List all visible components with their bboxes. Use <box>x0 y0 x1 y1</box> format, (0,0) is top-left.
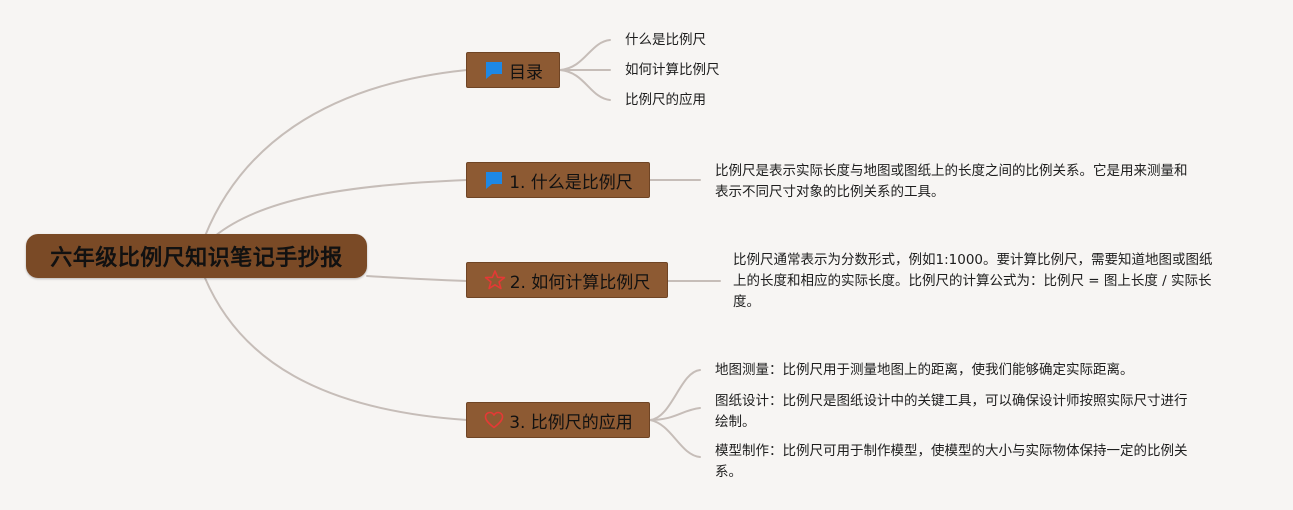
link-toc-child-1 <box>559 39 611 71</box>
link-topic3-item-1 <box>649 369 701 421</box>
topic-table-of-contents[interactable]: 目录 <box>466 52 560 88</box>
root-node[interactable]: 六年级比例尺知识笔记手抄报 <box>26 234 367 278</box>
flag-icon <box>483 59 505 81</box>
link-root-toc <box>204 69 468 237</box>
topic-applications[interactable]: 3. 比例尺的应用 <box>466 402 650 438</box>
link-topic3-item-2 <box>649 407 701 421</box>
text-line: 上的长度和相应的实际长度。比例尺的计算公式为：比例尺 = 图上长度 / 实际长 <box>733 273 1212 289</box>
text-line: 比例尺是表示实际长度与地图或图纸上的长度之间的比例关系。它是用来测量和 <box>715 163 1188 179</box>
topic-label: 1. 什么是比例尺 <box>509 172 633 193</box>
topic1-description: 比例尺是表示实际长度与地图或图纸上的长度之间的比例关系。它是用来测量和 表示不同… <box>715 161 1188 203</box>
star-icon <box>484 269 506 291</box>
link-root-topic3 <box>204 277 468 421</box>
topic2-description: 比例尺通常表示为分数形式，例如1:1000。要计算比例尺，需要知道地图或图纸 上… <box>733 250 1213 313</box>
topic-what-is-scale[interactable]: 1. 什么是比例尺 <box>466 162 650 198</box>
application-model-making[interactable]: 模型制作：比例尺可用于制作模型，使模型的大小与实际物体保持一定的比例关 系。 <box>715 441 1188 483</box>
text-line: 绘制。 <box>715 414 756 430</box>
text-line: 模型制作：比例尺可用于制作模型，使模型的大小与实际物体保持一定的比例关 <box>715 443 1188 459</box>
text-line: 地图测量：比例尺用于测量地图上的距离，使我们能够确定实际距离。 <box>715 362 1134 378</box>
heart-icon <box>483 409 505 431</box>
topic-label: 2. 如何计算比例尺 <box>509 272 651 293</box>
application-drawing-design[interactable]: 图纸设计：比例尺是图纸设计中的关键工具，可以确保设计师按照实际尺寸进行 绘制。 <box>715 391 1188 433</box>
application-map-measuring[interactable]: 地图测量：比例尺用于测量地图上的距离，使我们能够确定实际距离。 <box>715 360 1134 381</box>
link-toc-child-3 <box>559 69 611 101</box>
text-line: 比例尺通常表示为分数形式，例如1:1000。要计算比例尺，需要知道地图或图纸 <box>733 252 1213 268</box>
link-root-topic1 <box>214 179 468 237</box>
text-line: 表示不同尺寸对象的比例关系的工具。 <box>715 184 945 200</box>
flag-icon <box>483 169 505 191</box>
root-title: 六年级比例尺知识笔记手抄报 <box>50 246 343 271</box>
text-line: 度。 <box>733 294 760 310</box>
link-topic3-item-3 <box>649 419 701 458</box>
toc-item-2[interactable]: 如何计算比例尺 <box>625 62 720 78</box>
text-line: 系。 <box>715 464 742 480</box>
link-root-topic2 <box>366 275 468 282</box>
toc-item-3[interactable]: 比例尺的应用 <box>625 92 706 108</box>
topic-how-to-calculate[interactable]: 2. 如何计算比例尺 <box>466 262 668 298</box>
topic-label: 3. 比例尺的应用 <box>509 412 633 433</box>
topic-label: 目录 <box>509 62 543 83</box>
toc-item-1[interactable]: 什么是比例尺 <box>625 32 706 48</box>
text-line: 图纸设计：比例尺是图纸设计中的关键工具，可以确保设计师按照实际尺寸进行 <box>715 393 1188 409</box>
